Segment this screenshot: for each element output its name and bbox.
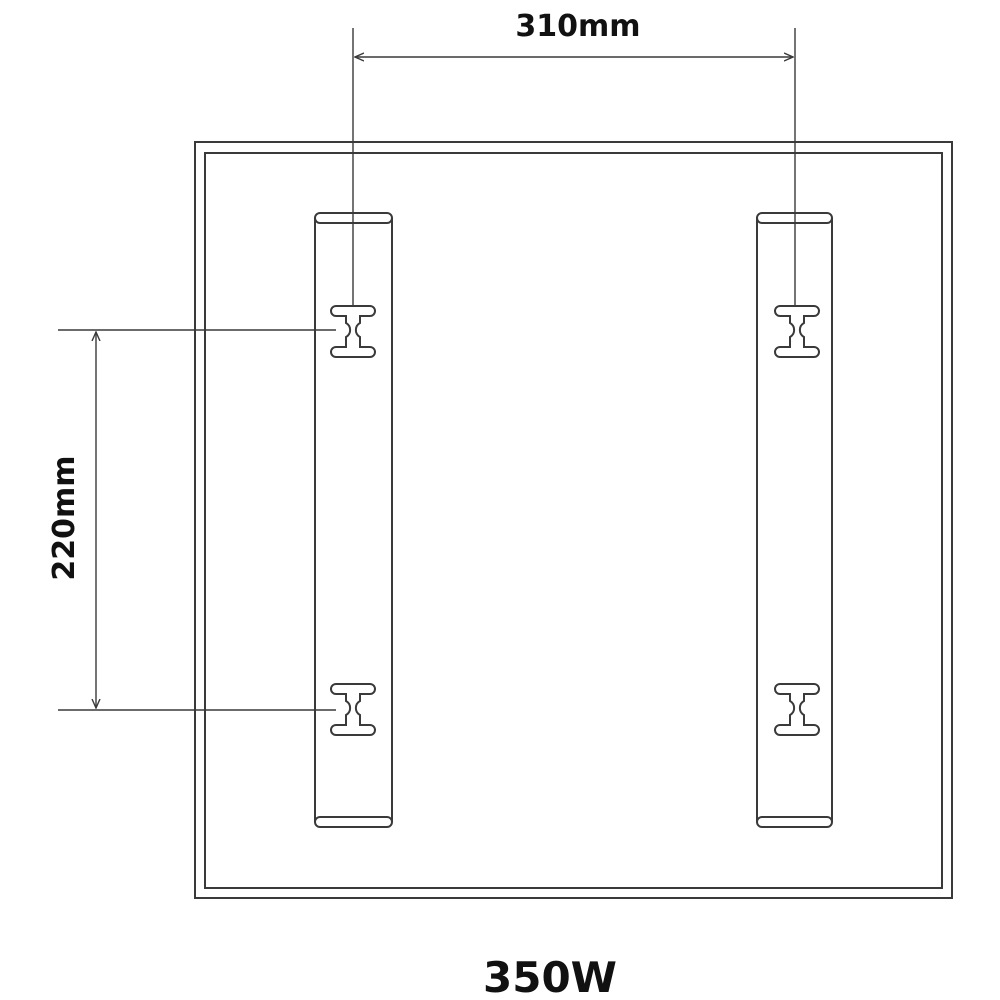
keyhole-slot — [330, 305, 376, 358]
keyhole-slot — [330, 683, 376, 736]
vertical-dimension-label: 220mm — [47, 455, 82, 580]
panel-inner-frame — [204, 152, 943, 889]
horizontal-dimension-label: 310mm — [515, 9, 640, 44]
vertical-dimension: 220mm — [47, 329, 336, 711]
horizontal-dimension: 310mm — [352, 9, 796, 306]
keyhole-slot — [774, 683, 820, 736]
keyhole-slot — [774, 305, 820, 358]
power-caption: 350W — [483, 953, 617, 1000]
mounting-bracket-right — [756, 212, 833, 828]
panel-outer-frame — [194, 141, 953, 899]
